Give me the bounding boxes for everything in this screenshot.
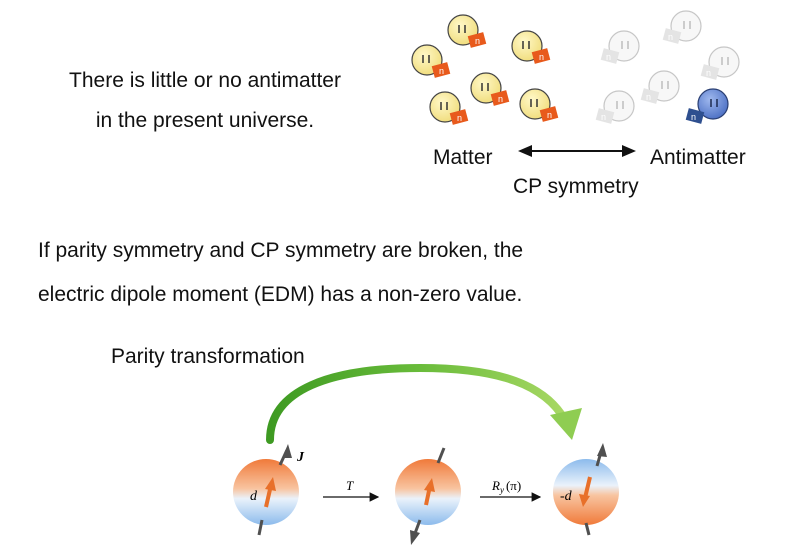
dipole-sphere-initial: [233, 444, 299, 536]
parity-title: Parity transformation: [111, 345, 305, 368]
matter-particle: n: [511, 30, 551, 64]
antimatter-ghost-particle: n: [595, 90, 635, 124]
intro-line-2: in the present universe.: [95, 109, 315, 132]
intro-line-1: There is little or no antimatter: [69, 69, 341, 92]
antimatter-ghost-particle: n: [600, 30, 640, 64]
antimatter-ghost-particle: n: [640, 70, 680, 104]
operation-t-label: T: [346, 478, 354, 493]
antimatter-label: Antimatter: [650, 146, 746, 169]
svg-text:n: n: [606, 52, 611, 62]
svg-text:n: n: [646, 92, 651, 102]
matter-particle: n: [447, 14, 487, 48]
svg-text:n: n: [601, 112, 606, 122]
svg-text:n: n: [475, 36, 480, 46]
antimatter-particle: n: [685, 88, 729, 124]
dipole-label-initial: d: [250, 489, 258, 504]
matter-particle: n: [411, 44, 451, 78]
matter-particle: n: [470, 72, 510, 106]
matter-label: Matter: [433, 146, 493, 169]
dipole-sphere-final: [553, 443, 619, 536]
dipole-label-final: -d: [560, 489, 573, 504]
antimatter-particle-group: n n n n n: [595, 10, 740, 124]
cp-symmetry-label: CP symmetry: [513, 175, 639, 198]
matter-particle-group: n n n n n: [411, 14, 559, 125]
antimatter-ghost-particle: n: [700, 46, 740, 80]
svg-text:n: n: [439, 66, 444, 76]
svg-text:n: n: [691, 112, 696, 122]
edm-line-1: If parity symmetry and CP symmetry are b…: [38, 239, 524, 262]
matter-particle: n: [429, 91, 469, 125]
dipole-sphere-time-reversed: [395, 447, 461, 545]
svg-text:n: n: [547, 110, 552, 120]
operation-ry-label: Ry(π): [491, 478, 521, 495]
matter-particle: n: [519, 88, 559, 122]
svg-text:n: n: [539, 52, 544, 62]
edm-line-2: electric dipole moment (EDM) has a non-z…: [38, 283, 523, 306]
spin-label: J: [296, 450, 305, 465]
svg-text:n: n: [457, 113, 462, 123]
cp-double-arrow: [518, 145, 636, 157]
svg-text:n: n: [706, 68, 711, 78]
parity-arc-arrow: [266, 363, 582, 444]
svg-text:n: n: [668, 32, 673, 42]
svg-text:n: n: [498, 94, 503, 104]
antimatter-ghost-particle: n: [662, 10, 702, 44]
